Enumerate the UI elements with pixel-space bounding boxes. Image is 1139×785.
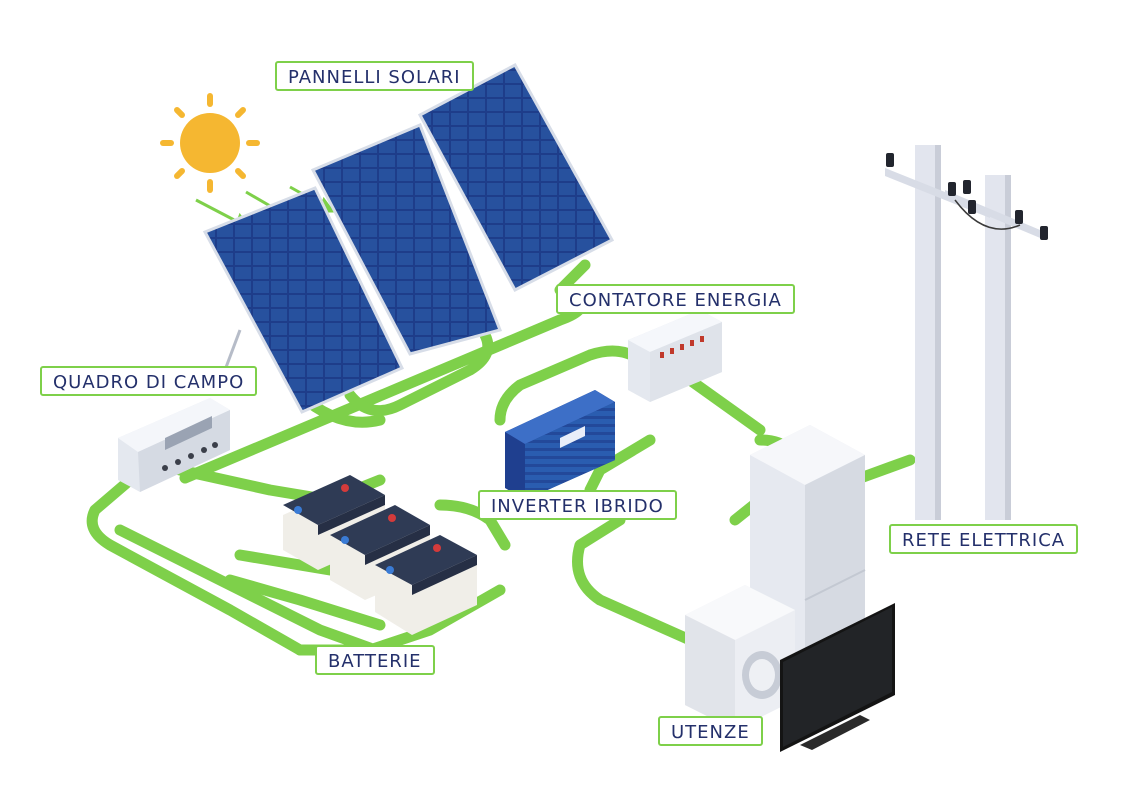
batteries	[283, 475, 477, 635]
solar-panel-2	[310, 123, 503, 356]
label-pannelli-solari: PANNELLI SOLARI	[275, 61, 474, 91]
hybrid-inverter	[505, 390, 615, 500]
energy-meter	[628, 310, 722, 402]
sun-icon	[160, 93, 260, 193]
solar-panel-3	[417, 62, 615, 293]
label-batterie: BATTERIE	[315, 645, 435, 675]
label-contatore-energia: CONTATORE ENERGIA	[556, 284, 795, 314]
solar-panels	[202, 62, 615, 414]
label-rete-elettrica: RETE ELETTRICA	[889, 524, 1079, 554]
solar-panel-1	[202, 186, 405, 414]
utility-poles	[885, 145, 1048, 520]
label-utenze: UTENZE	[658, 716, 763, 746]
label-quadro-di-campo: QUADRO DI CAMPO	[40, 366, 258, 396]
battery-1	[283, 475, 385, 570]
field-combiner-box	[118, 398, 230, 492]
washing-machine	[685, 585, 795, 730]
battery-3	[375, 535, 477, 635]
television	[780, 603, 895, 752]
label-inverter-ibrido: INVERTER IBRIDO	[478, 490, 677, 520]
